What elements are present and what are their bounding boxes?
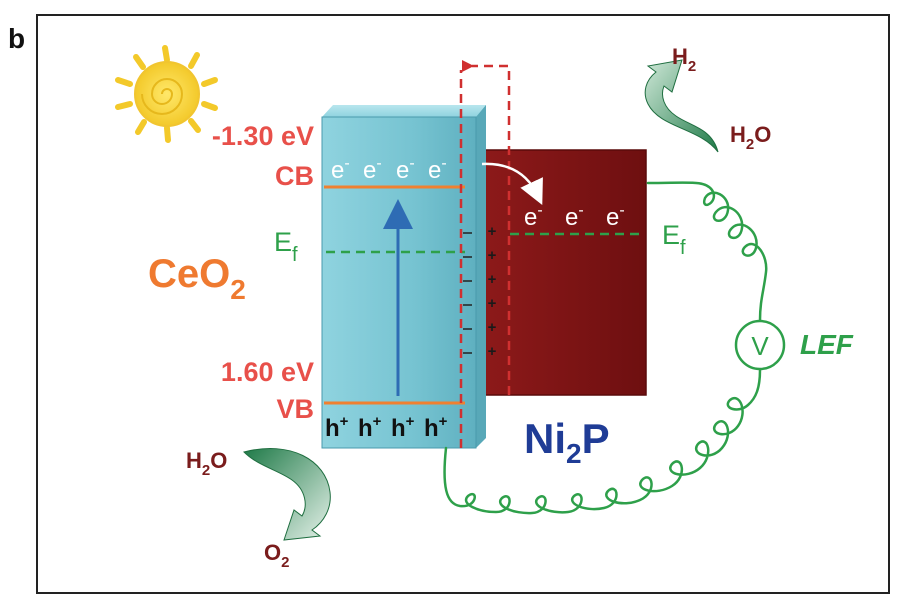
ceo2-fermi-label: Ef bbox=[274, 227, 298, 266]
ceo2-name: CeO2 bbox=[148, 252, 246, 305]
svg-text:+: + bbox=[488, 295, 497, 312]
electron-transfer-arrow bbox=[481, 162, 543, 206]
cb-energy-label: -1.30 eV bbox=[212, 121, 314, 151]
svg-text:e-: e- bbox=[606, 202, 625, 231]
h2o-reactant-top-label: H2O bbox=[730, 122, 771, 153]
ceo2-electrons: e- e- e- e- bbox=[331, 155, 447, 184]
interface-dashes bbox=[459, 64, 511, 448]
voltmeter-icon: V bbox=[734, 319, 786, 371]
ni2p-name: Ni2P bbox=[524, 415, 610, 469]
svg-text:h+: h+ bbox=[424, 413, 448, 442]
svg-text:+: + bbox=[488, 271, 497, 288]
interface-positive-charges: + + + + + + bbox=[488, 223, 497, 360]
o2-product-label: O2 bbox=[264, 540, 289, 571]
svg-text:+: + bbox=[488, 319, 497, 336]
vb-label: VB bbox=[276, 394, 314, 424]
ceo2-holes: h+ h+ h+ h+ bbox=[325, 413, 448, 442]
vb-energy-label: 1.60 eV bbox=[221, 357, 314, 387]
svg-text:+: + bbox=[488, 343, 497, 360]
h2-product-label: H2 bbox=[672, 44, 696, 75]
svg-text:h+: h+ bbox=[325, 413, 349, 442]
svg-text:h+: h+ bbox=[391, 413, 415, 442]
svg-text:e-: e- bbox=[396, 155, 415, 184]
sun-icon bbox=[115, 45, 218, 143]
interface-ticks bbox=[463, 232, 472, 354]
svg-text:e-: e- bbox=[331, 155, 350, 184]
h2o-reactant-bottom-label: H2O bbox=[186, 448, 227, 479]
panel-label: b bbox=[8, 23, 25, 54]
svg-text:e-: e- bbox=[565, 202, 584, 231]
svg-text:e-: e- bbox=[524, 202, 543, 231]
interface-arrow-head bbox=[462, 60, 474, 72]
voltmeter-label: V bbox=[751, 331, 769, 361]
circuit-wire bbox=[646, 181, 768, 322]
svg-text:e-: e- bbox=[363, 155, 382, 184]
oxidation-arrow bbox=[243, 448, 331, 541]
ni2p-fermi-label: Ef bbox=[662, 220, 686, 259]
lef-label: LEF bbox=[800, 329, 854, 360]
svg-text:+: + bbox=[488, 247, 497, 264]
circuit-wire-lower bbox=[443, 368, 762, 515]
svg-text:h+: h+ bbox=[358, 413, 382, 442]
ni2p-block bbox=[475, 149, 647, 396]
svg-text:+: + bbox=[488, 223, 497, 240]
ni2p-electrons: e- e- e- bbox=[524, 202, 625, 231]
reduction-arrow bbox=[644, 59, 719, 153]
svg-text:e-: e- bbox=[428, 155, 447, 184]
cb-label: CB bbox=[275, 161, 314, 191]
